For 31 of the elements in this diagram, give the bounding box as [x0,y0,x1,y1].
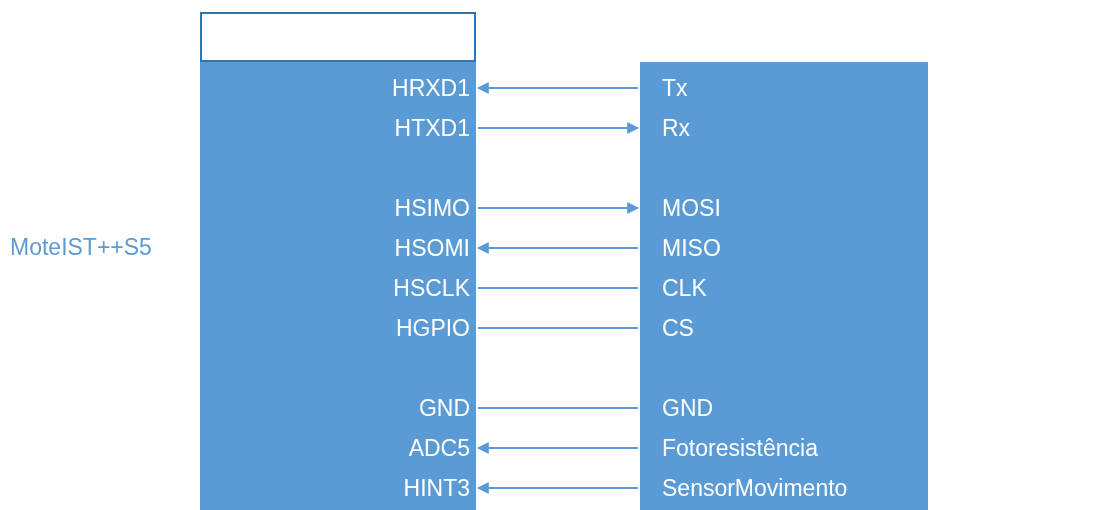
pin-label: HRXD1 [330,73,476,103]
pin-label: HTXD1 [330,113,476,143]
pin-label: Tx [640,73,928,103]
pin-label: SensorMovimento [640,473,928,503]
device-block [200,62,476,510]
arrow [476,82,639,94]
arrow [476,242,639,254]
pin-label: MOSI [640,193,928,223]
arrow [477,122,640,134]
connector-header-box [200,12,476,62]
pin-label: MISO [640,233,928,263]
pin-label: Rx [640,113,928,143]
arrow [476,482,639,494]
arrow [476,442,639,454]
device-name-label: MoteIST++S5 [10,234,152,261]
pin-label: HSCLK [330,273,476,303]
connector-line [477,407,639,409]
pin-label: CLK [640,273,928,303]
pin-label: Fotoresistência [640,433,928,463]
pin-label: GND [330,393,476,423]
pin-label: ADC5 [330,433,476,463]
pin-label: CS [640,313,928,343]
pin-label: HINT3 [330,473,476,503]
arrow [477,202,640,214]
device-block [640,62,928,510]
pin-label: HGPIO [330,313,476,343]
connector-line [477,287,639,289]
connector-line [477,327,639,329]
pin-label: HSOMI [330,233,476,263]
pin-label: GND [640,393,928,423]
pin-label: HSIMO [330,193,476,223]
